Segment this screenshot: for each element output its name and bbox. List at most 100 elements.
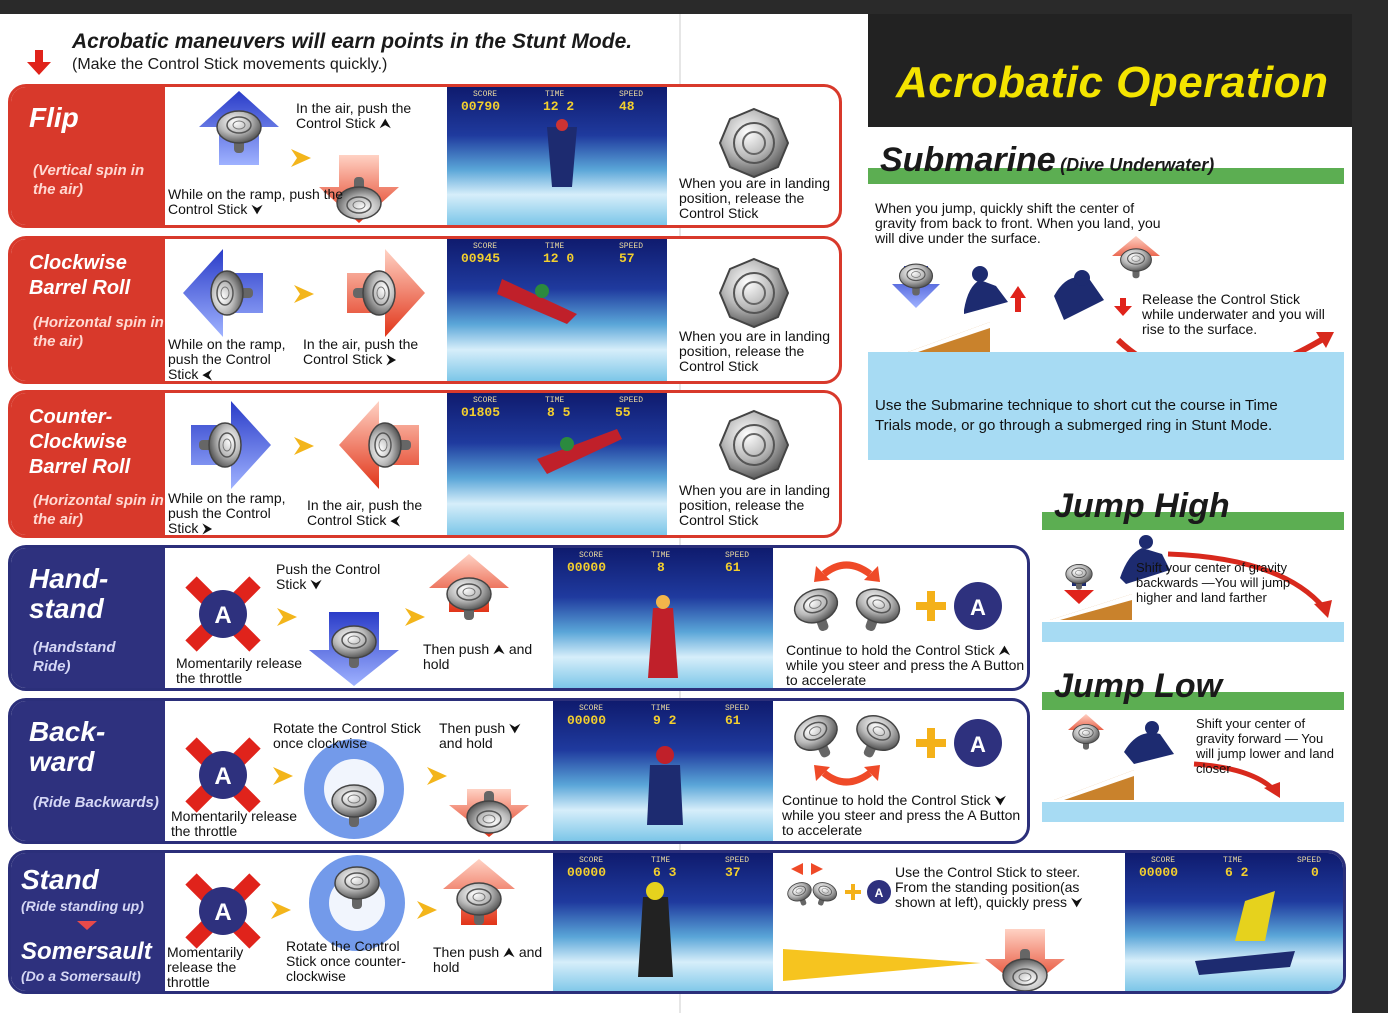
flip-hud-time: 12 2	[543, 99, 575, 114]
backward-name: Back-ward	[29, 716, 106, 777]
submarine-release: Release the Control Stick while underwat…	[1142, 291, 1325, 337]
stand-sub: (Ride standing up)	[21, 898, 144, 914]
backward-panel: Back-ward (Ride Backwards) A Rotate the …	[8, 698, 1030, 844]
cw-roll-landing: When you are in landing position, releas…	[679, 328, 830, 374]
stand-hud-score: 00000	[567, 865, 607, 880]
backward-continue-diagram: A	[788, 708, 1002, 786]
backward-hud-time: 9 2	[653, 713, 677, 728]
ccw-roll-step2: In the air, push the Control Stick ⮜	[307, 497, 423, 528]
jump-high-diagram	[1042, 535, 1344, 642]
page-title: Acrobatic Operation	[896, 58, 1329, 107]
stand-step2: Rotate the Control Stick once counter-cl…	[286, 938, 406, 984]
stand-panel: Stand (Ride standing up) Somersault (Do …	[8, 850, 1346, 994]
ccw-roll-panel: Counter-Clockwise Barrel Roll (Horizonta…	[8, 390, 842, 538]
jetski-rider-icon	[1124, 732, 1174, 764]
down-arrow-icon	[27, 50, 51, 75]
stand-step1: Momentarily release the throttle	[167, 944, 244, 990]
ccw-roll-label: Counter-Clockwise Barrel Roll (Horizonta…	[11, 393, 165, 535]
handstand-step3: Then push ⮝ and hold	[423, 641, 533, 672]
svg-text:A: A	[214, 602, 231, 629]
flip-name: Flip	[29, 102, 79, 133]
flip-step1: While on the ramp, push the Control Stic…	[168, 186, 344, 217]
flip-step2: In the air, push the Control Stick ⮝	[296, 100, 412, 131]
handstand-continue: Continue to hold the Control Stick ⮝ whi…	[786, 642, 1025, 688]
somersault-hud-time: 6 2	[1225, 865, 1249, 880]
a-button-released-icon: A	[185, 576, 261, 652]
handstand-hud-speed: 61	[725, 560, 741, 575]
backward-hud-score: 00000	[567, 713, 607, 728]
submarine-desc: When you jump, quickly shift the center …	[875, 200, 1161, 246]
jump-high-desc: Shift your center of gravity backwards —…	[1136, 560, 1291, 605]
stunt-heading: Acrobatic maneuvers will earn points in …	[72, 30, 852, 74]
cw-roll-label: Clockwise Barrel Roll (Horizontal spin i…	[11, 239, 165, 381]
handstand-stick-diagram: A	[185, 554, 509, 686]
jetski-rider-icon	[1195, 891, 1295, 975]
flip-stick-diagram	[199, 91, 399, 223]
backward-step1: Momentarily release the throttle	[171, 808, 298, 839]
jetski-rider-icon	[964, 280, 1008, 314]
flip-label: Flip (Vertical spin in the air)	[11, 87, 165, 225]
a-button-icon: A	[875, 886, 884, 900]
a-button-icon: A	[970, 732, 986, 757]
cw-roll-sub: (Horizontal spin in the air)	[33, 314, 164, 350]
flip-hud-score: 00790	[461, 99, 501, 114]
page-title-box: Acrobatic Operation	[868, 14, 1352, 127]
backward-step2: Rotate the Control Stick once clockwise	[273, 720, 421, 751]
ccw-roll-step1: While on the ramp, push the Control Stic…	[168, 490, 286, 536]
handstand-hud-score: 00000	[567, 560, 607, 575]
submarine-note-box: Use the Submarine technique to short cut…	[868, 352, 1344, 460]
stunt-heading-title: Acrobatic maneuvers will earn points in …	[72, 30, 633, 53]
somersault-name: Somersault	[21, 938, 152, 965]
stand-name: Stand	[21, 864, 99, 895]
submarine-title: Submarine	[880, 141, 1056, 179]
jetski-rider-icon	[537, 429, 622, 474]
stunt-heading-subtitle: (Make the Control Stick movements quickl…	[72, 56, 388, 73]
jump-low-title: Jump Low	[1054, 667, 1223, 705]
somersault-sub: (Do a Somersault)	[21, 968, 141, 984]
handstand-hud-time: 8	[657, 560, 665, 575]
a-button-released-icon: A	[185, 737, 261, 813]
handstand-continue-diagram: A	[789, 561, 1002, 639]
flip-panel: Flip (Vertical spin in the air) In the a…	[8, 84, 842, 228]
stand-hud-time: 6 3	[653, 865, 677, 880]
ccw-roll-sub: (Horizontal spin in the air)	[33, 492, 164, 528]
stand-steer-diagram: A	[784, 863, 891, 910]
handstand-name: Hand-stand	[29, 563, 109, 624]
handstand-step1: Momentarily release the throttle	[176, 655, 303, 686]
ccw-roll-landing: When you are in landing position, releas…	[679, 482, 830, 528]
ccw-roll-hud-speed: 55	[615, 405, 631, 420]
cw-roll-name: Clockwise Barrel Roll	[29, 252, 131, 299]
jetski-rider-icon	[647, 746, 683, 825]
flip-landing: When you are in landing position, releas…	[679, 175, 830, 221]
jump-low-desc: Shift your center of gravity forward — Y…	[1196, 716, 1335, 776]
jump-low-heading: Jump Low	[1042, 667, 1344, 710]
jetski-rider-icon	[638, 882, 673, 977]
ccw-roll-hud-time: 8 5	[547, 405, 571, 420]
submarine-heading: Submarine (Dive Underwater)	[868, 141, 1344, 184]
cw-roll-hud-time: 12 0	[543, 251, 575, 266]
handstand-label: Hand-stand (Handstand Ride)	[11, 548, 165, 688]
cw-roll-panel: Clockwise Barrel Roll (Horizontal spin i…	[8, 236, 842, 384]
a-button-icon: A	[970, 595, 986, 620]
cw-roll-step2: In the air, push the Control Stick ⮞	[303, 336, 419, 367]
stand-hud-speed: 37	[725, 865, 741, 880]
a-button-released-icon: A	[185, 873, 261, 949]
triangle-down-icon	[77, 921, 97, 930]
right-border	[1352, 0, 1388, 1013]
cw-roll-hud-score: 00945	[461, 251, 501, 266]
stick-neutral-icon	[719, 410, 789, 480]
backward-continue: Continue to hold the Control Stick ⮟ whi…	[782, 792, 1021, 838]
cw-roll-stick-diagram	[183, 249, 425, 337]
flip-sub: (Vertical spin in the air)	[33, 162, 145, 198]
stand-quick-press-diagram	[783, 929, 1065, 991]
somersault-hud-speed: 0	[1311, 865, 1319, 880]
stick-neutral-icon	[719, 258, 789, 328]
jetski-rider-icon	[648, 595, 678, 678]
submarine-title-sub: (Dive Underwater)	[1060, 155, 1215, 175]
somersault-hud-score: 00000	[1139, 865, 1179, 880]
